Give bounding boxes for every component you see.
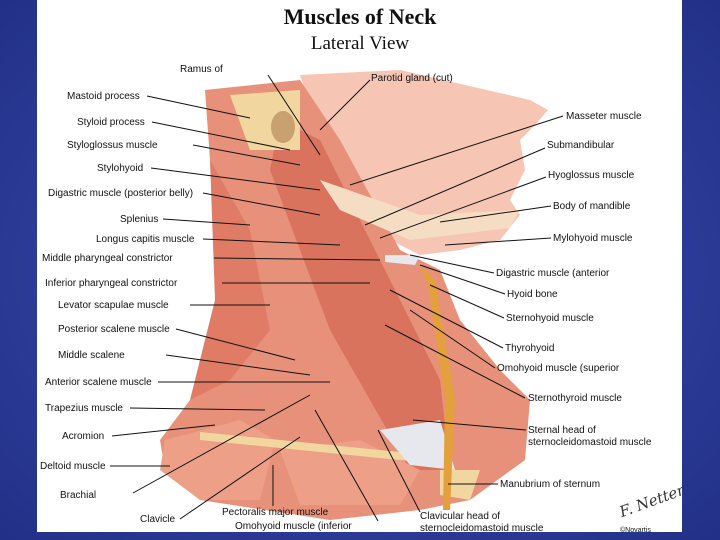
- label-trapezius: Trapezius muscle: [45, 403, 123, 414]
- label-digastric-posterior: Digastric muscle (posterior belly): [48, 188, 194, 199]
- label-sternal-head: Sternal head of: [528, 425, 596, 436]
- face-region: [300, 70, 548, 255]
- label-mylohyoid: Mylohyoid muscle: [553, 233, 633, 244]
- orange-strap: [420, 265, 455, 510]
- label-body-of-mandible: Body of mandible: [553, 201, 631, 212]
- label-levator-scapulae: Levator scapulae muscle: [58, 300, 169, 311]
- label-middle-pharyngeal: Middle pharyngeal constrictor: [42, 253, 173, 264]
- label-sternohyoid: Sternohyoid muscle: [506, 313, 594, 324]
- label-middle-scalene: Middle scalene: [58, 350, 125, 361]
- label-thyrohyoid: Thyrohyoid: [505, 343, 555, 354]
- label-styloid-process: Styloid process: [77, 117, 145, 128]
- label-brachial: Brachial: [60, 490, 97, 501]
- label-deltoid: Deltoid muscle: [40, 461, 106, 472]
- label-masseter: Masseter muscle: [566, 111, 642, 122]
- label-clavicular-head: Clavicular head of: [420, 511, 501, 522]
- page-subtitle: Lateral View: [310, 33, 410, 54]
- label-ramus: Ramus of: [180, 64, 223, 75]
- label-omohyoid-inferior: Omohyoid muscle (inferior: [235, 521, 352, 532]
- sternal-tendon: [380, 420, 455, 470]
- label-longus-capitis: Longus capitis muscle: [96, 234, 195, 245]
- mandible: [320, 180, 520, 240]
- label-inferior-pharyngeal: Inferior pharyngeal constrictor: [45, 278, 178, 289]
- label-sternal-head-line2: sternocleidomastoid muscle: [528, 437, 652, 448]
- label-posterior-scalene: Posterior scalene muscle: [58, 324, 170, 335]
- label-splenius: Splenius: [120, 214, 159, 225]
- scm-muscle: [270, 120, 450, 470]
- label-mastoid-process: Mastoid process: [67, 91, 140, 102]
- copyright: ©Novartis: [620, 527, 651, 534]
- leader-lines: [110, 74, 564, 522]
- label-hyoid-bone: Hyoid bone: [507, 289, 558, 300]
- label-parotid-gland: Parotid gland (cut): [371, 73, 453, 84]
- label-clavicle: Clavicle: [140, 514, 176, 525]
- hyoid-bone: [385, 255, 420, 265]
- label-hyoglossus: Hyoglossus muscle: [548, 170, 635, 181]
- ear-canal: [271, 111, 295, 143]
- label-sternothyroid: Sternothyroid muscle: [528, 393, 622, 404]
- label-digastric-anterior: Digastric muscle (anterior: [496, 268, 610, 279]
- label-pectoralis-major: Pectoralis major muscle: [222, 507, 329, 518]
- label-manubrium: Manubrium of sternum: [500, 479, 601, 490]
- trapezius-muscle: [190, 160, 270, 400]
- label-anterior-scalene: Anterior scalene muscle: [45, 377, 152, 388]
- page-title: Muscles of Neck: [283, 4, 437, 29]
- label-clavicular-head-line2: sternocleidomastoid muscle: [420, 523, 544, 534]
- label-styloglossus: Styloglossus muscle: [67, 140, 158, 151]
- label-stylohyoid: Stylohyoid: [97, 163, 144, 174]
- clavicle-bone: [200, 432, 430, 463]
- label-omohyoid-superior: Omohyoid muscle (superior: [497, 363, 620, 374]
- label-acromion: Acromion: [62, 431, 105, 442]
- label-submandibular: Submandibular: [547, 140, 615, 151]
